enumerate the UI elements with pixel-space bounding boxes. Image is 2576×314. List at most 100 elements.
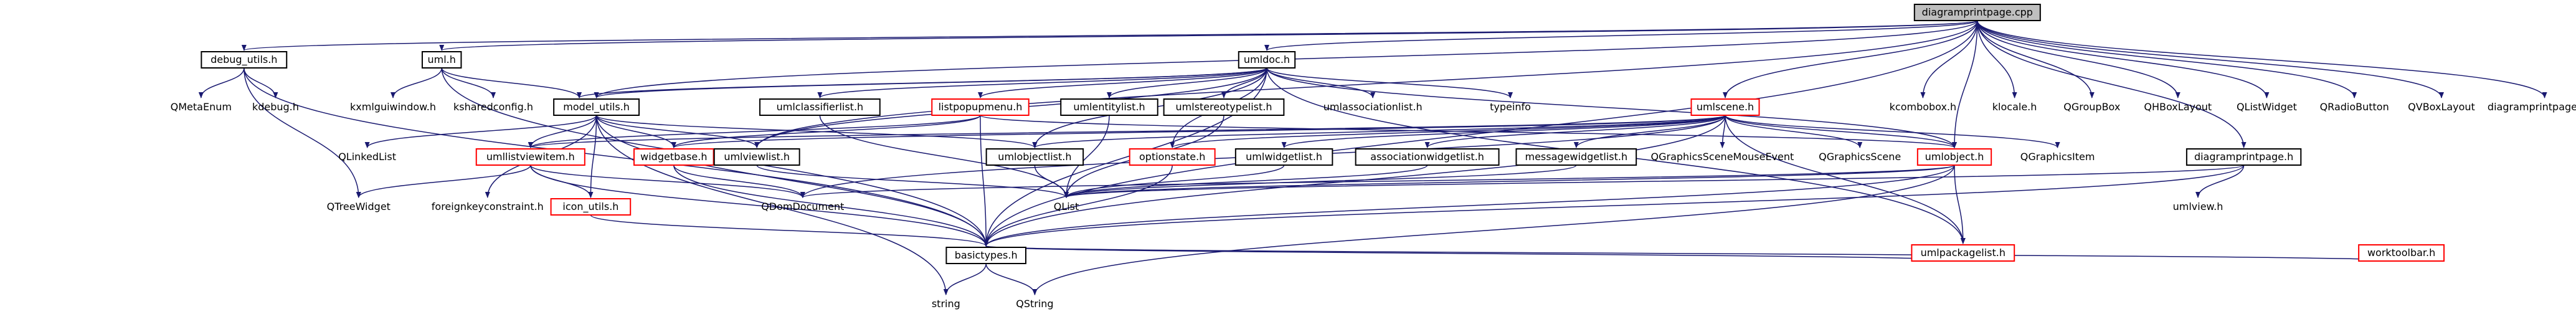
- node-QTreeWidget[interactable]: QTreeWidget: [327, 201, 391, 212]
- node-label-QDomDocument: QDomDocument: [761, 201, 844, 212]
- node-kdebug_h[interactable]: kdebug.h: [252, 101, 299, 113]
- node-QGraphicsScene[interactable]: QGraphicsScene: [1819, 151, 1901, 163]
- node-label-diagramprintpage_h: diagramprintpage.h: [2194, 151, 2293, 163]
- edge-uml_h-to-ksharedconfig_h: [441, 67, 496, 98]
- node-string[interactable]: string: [932, 298, 960, 310]
- node-box-associationwidgetlist_h: [1355, 148, 1500, 166]
- node-label-kxmlguiwindow_h: kxmlguiwindow.h: [350, 101, 436, 113]
- node-umlwidgetlist_h[interactable]: umlwidgetlist.h: [1234, 148, 1333, 166]
- node-foreignkeyconstraint_h[interactable]: foreignkeyconstraint.h: [432, 201, 544, 212]
- edge-uml_h-to-kurl_h: [441, 67, 582, 98]
- node-umlview_h[interactable]: umlview.h: [2173, 201, 2223, 212]
- node-QLinkedList[interactable]: QLinkedList: [338, 151, 396, 163]
- node-box-umlscene_h: [1690, 98, 1760, 116]
- edge-diagramprintpage_cpp-to-uml_h: [440, 20, 1978, 51]
- node-box-umllistviewitem_h: [475, 148, 585, 166]
- node-associationwidgetlist_h[interactable]: associationwidgetlist.h: [1355, 148, 1500, 166]
- node-label-QLinkedList: QLinkedList: [338, 151, 396, 163]
- edge-umllistviewitem_h-to-QDomDocument: [530, 164, 805, 198]
- node-QString[interactable]: QString: [1016, 298, 1053, 310]
- edge-listpopupmenu_h-to-umllistviewitem_h: [528, 115, 981, 148]
- node-umlscene_h[interactable]: umlscene.h: [1690, 98, 1760, 116]
- edge-uml_h-to-kxmlguiwindow_h: [391, 67, 442, 98]
- node-box-umlobject_h: [1916, 148, 1992, 166]
- edge-listpopupmenu_h-to-basictypes_h: [980, 115, 989, 247]
- node-umlobject_h[interactable]: umlobject.h: [1916, 148, 1992, 166]
- node-typeinfo[interactable]: typeinfo: [1490, 101, 1531, 113]
- node-diagramprintpage_cpp[interactable]: diagramprintpage.cpp: [1913, 4, 2041, 21]
- edge-umlscene_h-to-umlwidgetlist_h: [1281, 115, 1726, 148]
- node-listpopupmenu_h[interactable]: listpopupmenu.h: [931, 98, 1030, 116]
- node-widgetbase_h[interactable]: widgetbase.h: [633, 148, 714, 166]
- node-label-icon_utils_h: icon_utils.h: [562, 201, 618, 213]
- node-umlstereotypelist_h[interactable]: umlstereotypelist.h: [1163, 98, 1285, 116]
- node-label-QListWidget: QListWidget: [2237, 101, 2297, 113]
- edge-diagramprintpage_cpp-to-diagramprintpage_moc: [1977, 20, 2547, 98]
- node-ksharedconfig_h[interactable]: ksharedconfig.h: [453, 101, 533, 113]
- edge-diagramprintpage_cpp-to-umlscene_h: [1723, 20, 1978, 98]
- node-kxmlguiwindow_h[interactable]: kxmlguiwindow.h: [350, 101, 436, 113]
- node-QRadioButton[interactable]: QRadioButton: [2320, 101, 2389, 113]
- node-model_utils_h[interactable]: model_utils.h: [553, 98, 640, 116]
- node-diagramprintpage_h[interactable]: diagramprintpage.h: [2185, 148, 2302, 166]
- node-QHBoxLayout[interactable]: QHBoxLayout: [2144, 101, 2212, 113]
- node-label-umlobject_h: umlobject.h: [1925, 151, 1984, 163]
- node-kcombobox_h[interactable]: kcombobox.h: [1890, 101, 1957, 113]
- edge-model_utils_h-to-string: [595, 115, 949, 295]
- edge-icon_utils_h-to-basictypes_h: [590, 214, 988, 247]
- node-label-messagewidgetlist_h: messagewidgetlist.h: [1525, 151, 1628, 163]
- node-umlentitylist_h[interactable]: umlentitylist.h: [1060, 98, 1158, 116]
- node-QListWidget[interactable]: QListWidget: [2237, 101, 2297, 113]
- node-umllistviewitem_h[interactable]: umllistviewitem.h: [475, 148, 585, 166]
- node-umlviewlist_h[interactable]: umlviewlist.h: [713, 148, 800, 166]
- node-label-typeinfo: typeinfo: [1490, 101, 1531, 113]
- node-label-model_utils_h: model_utils.h: [563, 101, 630, 113]
- node-umlassociationlist_h[interactable]: umlassociationlist.h: [1324, 101, 1423, 113]
- node-label-umlstereotypelist_h: umlstereotypelist.h: [1176, 101, 1272, 113]
- edge-listpopupmenu_h-to-umlobject_h: [980, 115, 1957, 148]
- node-QGraphicsSceneMouseEvent[interactable]: QGraphicsSceneMouseEvent: [1651, 151, 1794, 163]
- edge-messagewidgetlist_h-to-QList: [1064, 164, 1577, 198]
- edge-diagramprintpage_cpp-to-QHBoxLayout: [1977, 20, 2181, 98]
- node-basictypes_h[interactable]: basictypes.h: [945, 247, 1027, 264]
- node-QGroupBox[interactable]: QGroupBox: [2063, 101, 2120, 113]
- node-box-model_utils_h: [553, 98, 640, 116]
- edge-diagramprintpage_cpp-to-QVBoxLayout: [1977, 20, 2444, 98]
- edge-umlscene_h-to-umlobjectlist_h: [1032, 115, 1726, 148]
- node-debug_utils_h[interactable]: debug_utils.h: [201, 51, 288, 69]
- edge-umlpackagelist_h-to-basictypes_h: [984, 245, 1964, 262]
- node-QGraphicsItem[interactable]: QGraphicsItem: [2020, 151, 2095, 163]
- node-klocale_h[interactable]: klocale.h: [1992, 101, 2037, 113]
- edge-debug_utils_h-to-QTreeWidget: [244, 67, 361, 198]
- node-label-diagramprintpage_moc: diagramprintpage.moc: [2488, 101, 2576, 113]
- node-worktoolbar_h[interactable]: worktoolbar.h: [2358, 244, 2445, 262]
- node-label-umldoc_h: umldoc.h: [1244, 54, 1290, 65]
- node-QVBoxLayout[interactable]: QVBoxLayout: [2408, 101, 2475, 113]
- node-label-umlview_h: umlview.h: [2173, 201, 2223, 212]
- edge-debug_utils_h-to-kdebug_h: [244, 67, 278, 98]
- node-box-uml_h: [421, 51, 462, 69]
- node-umlclassifierlist_h[interactable]: umlclassifierlist.h: [759, 98, 881, 116]
- node-QDomDocument[interactable]: QDomDocument: [761, 201, 844, 212]
- node-label-umlassociationlist_h: umlassociationlist.h: [1324, 101, 1423, 113]
- node-umlpackagelist_h[interactable]: umlpackagelist.h: [1911, 244, 2015, 262]
- edge-debug_utils_h-to-basictypes_h: [244, 67, 989, 247]
- node-optionstate_h[interactable]: optionstate.h: [1129, 148, 1216, 166]
- edge-umlscene_h-to-QGraphicsScene: [1725, 115, 1863, 148]
- node-icon_utils_h[interactable]: icon_utils.h: [550, 198, 632, 216]
- node-box-worktoolbar_h: [2358, 244, 2445, 262]
- node-umldoc_h[interactable]: umldoc.h: [1238, 51, 1296, 69]
- node-label-QString: QString: [1016, 298, 1053, 310]
- node-box-umlpackagelist_h: [1911, 244, 2015, 262]
- node-umlobjectlist_h[interactable]: umlobjectlist.h: [985, 148, 1084, 166]
- edge-umlscene_h-to-umlobject_h: [1725, 115, 1957, 148]
- edge-diagramprintpage_cpp-to-klocale_h: [1977, 20, 2017, 98]
- node-label-QList: QList: [1054, 201, 1079, 212]
- edge-diagramprintpage_cpp-to-diagramprintpage_h: [1977, 20, 2247, 148]
- node-QList[interactable]: QList: [1054, 201, 1079, 212]
- node-QMetaEnum[interactable]: QMetaEnum: [171, 101, 232, 113]
- node-messagewidgetlist_h[interactable]: messagewidgetlist.h: [1515, 148, 1637, 166]
- node-uml_h[interactable]: uml.h: [421, 51, 462, 69]
- node-diagramprintpage_moc[interactable]: diagramprintpage.moc: [2488, 101, 2576, 113]
- edge-basictypes_h-to-string: [943, 263, 987, 295]
